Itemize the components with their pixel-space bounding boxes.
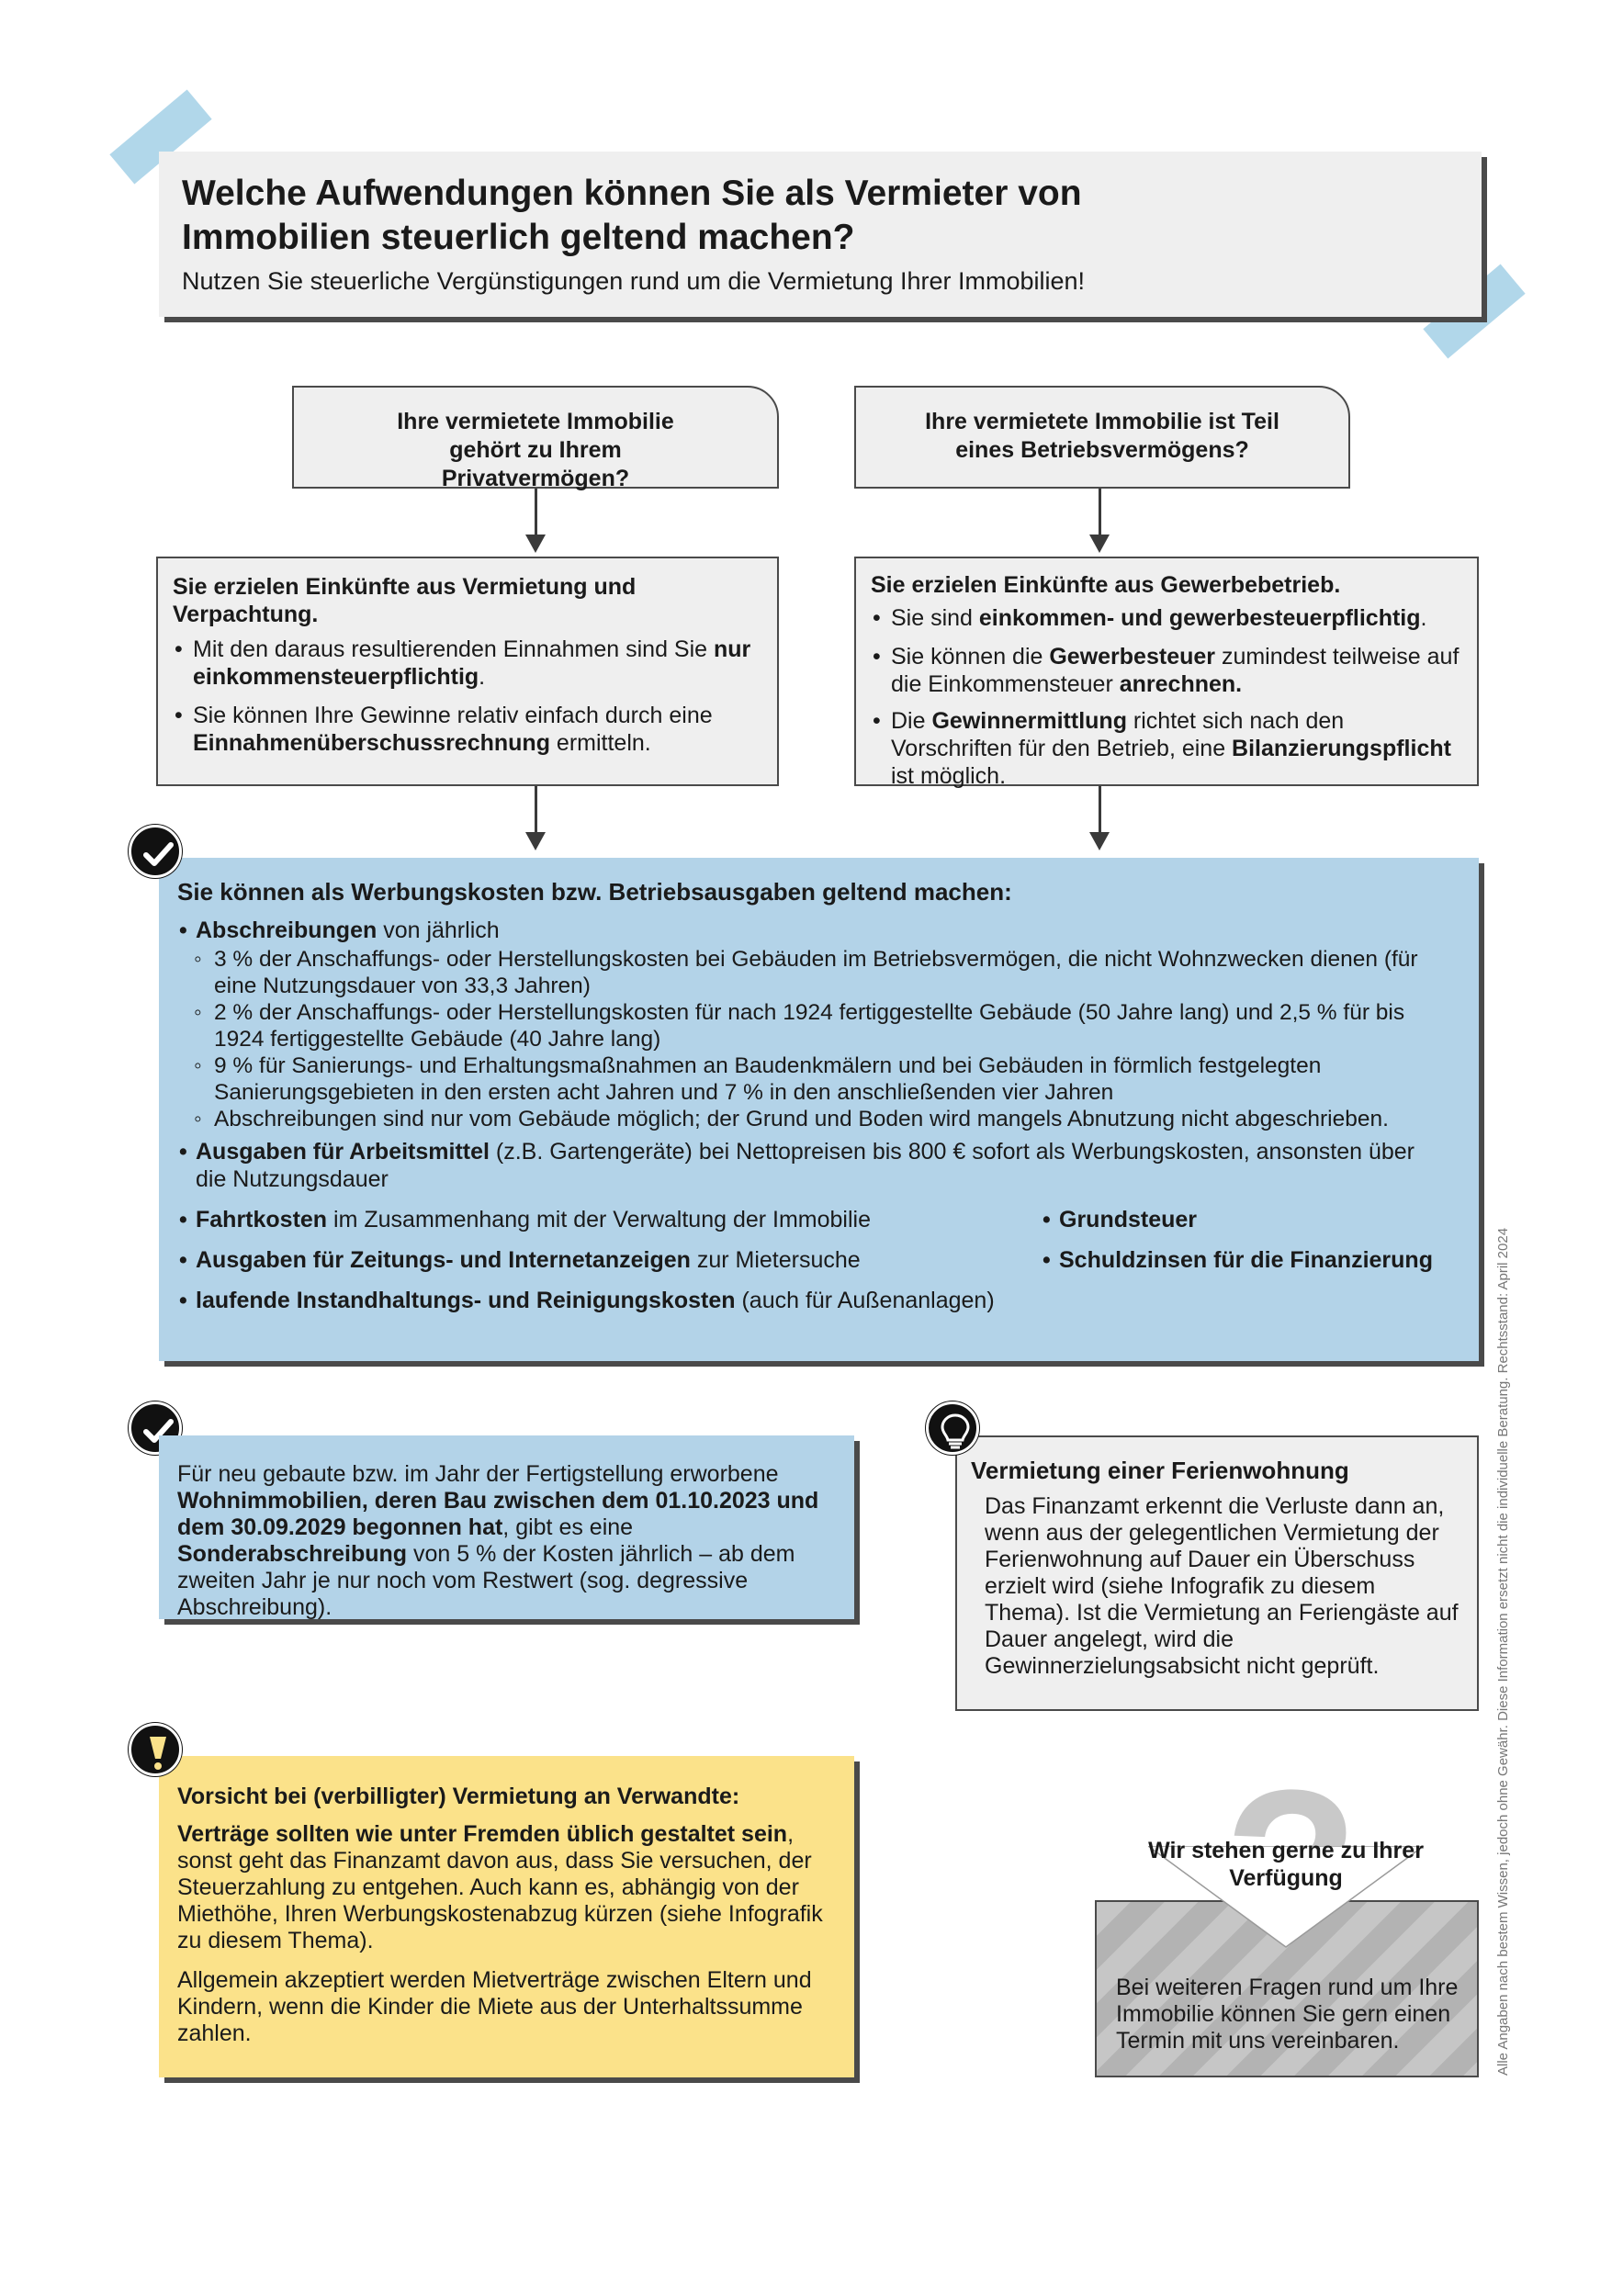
- text: im Zusammenhang mit der Verwaltung der I…: [327, 1207, 872, 1232]
- item-anzeigen: Ausgaben für Zeitungs- und Internetanzei…: [177, 1246, 1041, 1274]
- vorsicht-para-2: Allgemein akzeptiert werden Mietverträge…: [177, 1967, 812, 2046]
- text: , sonst geht das Finanzamt davon aus, da…: [177, 1821, 823, 1953]
- info-business-bullet-3: Die Gewinnermittlung richtet sich nach d…: [871, 707, 1462, 790]
- text: .: [1420, 605, 1427, 631]
- question-business-text: Ihre vermietete Immobilie ist Teil eines…: [925, 409, 1279, 463]
- arrow-line-right-1: [1099, 489, 1101, 536]
- check-icon: [129, 825, 182, 878]
- text: von 5 % der Kosten jährlich – ab dem zwe…: [177, 1541, 795, 1620]
- ferien-text: Das Finanzamt erkennt die Verluste dann …: [985, 1493, 1459, 1679]
- text: nur einkommensteuerpflichtig: [193, 636, 751, 690]
- arrow-head-left-2: [525, 832, 546, 850]
- text: Einnahmenüberschussrechnung: [193, 730, 550, 756]
- text: zumindest teilweise auf die Einkommenste…: [891, 644, 1460, 697]
- deductible-expenses-box: Sie können als Werbungskosten bzw. Betri…: [159, 858, 1479, 1361]
- text: Wohnimmobilien, deren Bau zwischen dem 0…: [177, 1488, 819, 1540]
- arrow-line-left-2: [535, 786, 537, 834]
- item-abschreibungen: Abschreibungen von jährlich: [177, 917, 1460, 944]
- info-private-head: Sie erzielen Einkünfte aus Vermietung un…: [173, 574, 637, 627]
- warning-icon: [129, 1723, 182, 1776]
- page-title: Welche Aufwendungen können Sie als Vermi…: [182, 174, 1082, 257]
- deductible-head: Sie können als Werbungskosten bzw. Betri…: [177, 878, 1012, 906]
- arrow-line-left-1: [535, 489, 537, 536]
- text: von jährlich: [377, 917, 500, 943]
- contact-text: Bei weiteren Fragen rund um Ihre Immobil…: [1116, 1975, 1459, 2054]
- info-private: Sie erzielen Einkünfte aus Vermietung un…: [156, 557, 779, 786]
- sub-item-1: 3 % der Anschaffungs- oder Herstellungsk…: [177, 946, 1426, 999]
- info-private-bullet-1: Mit den daraus resultierenden Einnahmen …: [173, 636, 762, 691]
- text: (auch für Außenanlagen): [735, 1288, 995, 1313]
- header-box: Welche Aufwendungen können Sie als Vermi…: [159, 152, 1482, 317]
- item-grid: Fahrtkosten im Zusammenhang mit der Verw…: [177, 1206, 1460, 1314]
- text: Abschreibungen: [196, 917, 378, 943]
- text: einkommen- und gewerbesteuerpflichtig: [978, 605, 1421, 631]
- legal-disclaimer: Alle Angaben nach bestem Wissen, jedoch …: [1495, 1227, 1511, 2076]
- text: (z.B. Gartengeräte) bei Nettopreisen bis…: [196, 1139, 1414, 1192]
- arrow-head-left-1: [525, 535, 546, 553]
- text: zur Mietersuche: [690, 1247, 861, 1273]
- text: Ausgaben für Arbeitsmittel: [196, 1139, 490, 1165]
- text: Verträge sollten wie unter Fremden üblic…: [177, 1821, 788, 1847]
- info-business-bullet-2: Sie können die Gewerbesteuer zumindest t…: [871, 643, 1462, 698]
- info-private-bullet-2: Sie können Ihre Gewinne relativ einfach …: [173, 702, 762, 757]
- text: Bilanzierungspflicht: [1232, 736, 1451, 761]
- text: richtet sich nach den Vorschriften für d…: [891, 708, 1345, 761]
- question-private-text: Ihre vermietete Immobilie gehört zu Ihre…: [397, 409, 674, 491]
- ferien-head: Vermietung einer Ferienwohnung: [971, 1457, 1349, 1484]
- text: laufende Instandhaltungs- und Reinigungs…: [196, 1288, 736, 1313]
- info-business-head: Sie erzielen Einkünfte aus Gewerbebetrie…: [871, 572, 1341, 598]
- item-schuldzinsen: Schuldzinsen für die Finanzierung: [1041, 1246, 1433, 1274]
- sub-item-2: 2 % der Anschaffungs- oder Herstellungsk…: [177, 999, 1426, 1052]
- item-instandhaltung: laufende Instandhaltungs- und Reinigungs…: [177, 1287, 1041, 1314]
- neubau-box: Für neu gebaute bzw. im Jahr der Fertigs…: [159, 1435, 854, 1620]
- vorsicht-head: Vorsicht bei (verbilligter) Vermietung a…: [177, 1784, 740, 1809]
- question-private: Ihre vermietete Immobilie gehört zu Ihre…: [292, 386, 779, 491]
- item-grid-right: Grundsteuer Schuldzinsen für die Finanzi…: [1041, 1206, 1433, 1314]
- arrow-head-right-1: [1089, 535, 1110, 553]
- item-fahrtkosten: Fahrtkosten im Zusammenhang mit der Verw…: [177, 1206, 1041, 1233]
- text: Sonderabschreibung: [177, 1541, 408, 1567]
- ferienwohnung-box: Vermietung einer Ferienwohnung Das Finan…: [955, 1435, 1479, 1711]
- text: Gewinnermittlung: [931, 708, 1127, 734]
- item-grundsteuer: Grundsteuer: [1041, 1206, 1433, 1233]
- text: ist möglich.: [891, 763, 1007, 789]
- vorsicht-para-1: Verträge sollten wie unter Fremden üblic…: [177, 1821, 836, 1954]
- text: Gewerbesteuer: [1049, 644, 1215, 670]
- text: anrechnen.: [1119, 671, 1243, 697]
- sub-item-3: 9 % für Sanierungs- und Erhaltungsmaßnah…: [177, 1052, 1454, 1106]
- text: Mit den daraus resultierenden Einnahmen …: [193, 636, 715, 662]
- contact-head: Wir stehen gerne zu Ihrer Verfügung: [1148, 1838, 1424, 1891]
- contact-speech-pointer: [1148, 1846, 1424, 1948]
- text: Fahrtkosten: [196, 1207, 328, 1232]
- text: .: [479, 664, 486, 690]
- vorsicht-box: Vorsicht bei (verbilligter) Vermietung a…: [159, 1756, 854, 2077]
- text: ermitteln.: [549, 730, 651, 756]
- question-business: Ihre vermietete Immobilie ist Teil eines…: [854, 386, 1350, 489]
- text: Sie können die: [891, 644, 1050, 670]
- text: Sie sind: [891, 605, 979, 631]
- info-business-bullet-1: Sie sind einkommen- und gewerbesteuerpfl…: [871, 604, 1462, 632]
- item-arbeitsmittel: Ausgaben für Arbeitsmittel (z.B. Garteng…: [177, 1138, 1445, 1193]
- info-business: Sie erzielen Einkünfte aus Gewerbebetrie…: [854, 557, 1479, 789]
- text: Ausgaben für Zeitungs- und Internetanzei…: [196, 1247, 691, 1273]
- text: Für neu gebaute bzw. im Jahr der Fertigs…: [177, 1461, 779, 1487]
- text: Die: [891, 708, 932, 734]
- text: Sie können Ihre Gewinne relativ einfach …: [193, 703, 713, 728]
- item-grid-left: Fahrtkosten im Zusammenhang mit der Verw…: [177, 1206, 1041, 1314]
- arrow-line-right-2: [1099, 786, 1101, 834]
- lightbulb-icon: [926, 1401, 979, 1455]
- page-subtitle: Nutzen Sie steuerliche Vergünstigungen r…: [182, 267, 1086, 295]
- text: , gibt es eine: [502, 1514, 634, 1540]
- sub-item-4: Abschreibungen sind nur vom Gebäude mögl…: [177, 1106, 1482, 1132]
- arrow-head-right-2: [1089, 832, 1110, 850]
